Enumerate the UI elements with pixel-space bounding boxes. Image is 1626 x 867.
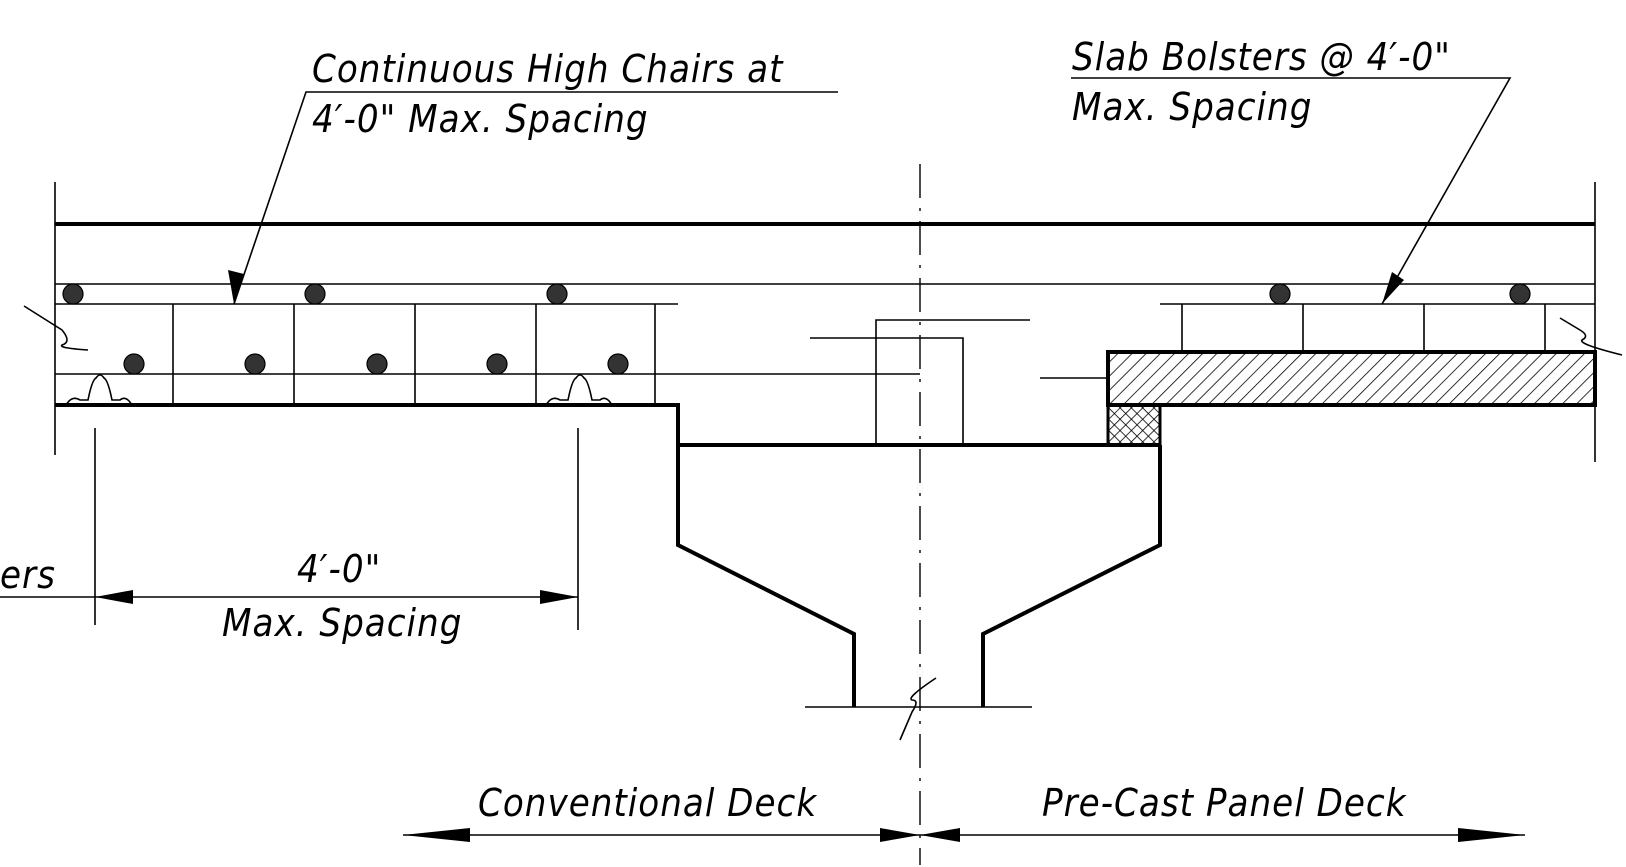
beam-outline-left [676, 445, 856, 707]
beam-outline-right [981, 445, 1162, 707]
slab-bolster-legs [1181, 304, 1546, 352]
beam-break-symbol [899, 677, 937, 741]
conventional-deck-label: Conventional Deck [478, 781, 817, 825]
spacing-dim-value: 4′-0" [297, 547, 381, 591]
dim-arrow-right [540, 590, 578, 604]
dim-arrow-left [95, 590, 133, 604]
high-chairs-label-line2: 4′-0" Max. Spacing [312, 97, 649, 141]
slab-bolsters-leader [1071, 77, 1512, 305]
slab-bottom-conventional [55, 403, 680, 445]
cut-off-label: ers [0, 553, 56, 597]
high-chairs-label-line1: Continuous High Chairs at [312, 47, 784, 91]
bedding-strip [1106, 403, 1162, 447]
bottom-rebars [123, 353, 629, 375]
left-break-symbol [23, 305, 89, 351]
spacing-dim-caption: Max. Spacing [222, 601, 462, 645]
high-chairs-arrowhead [228, 270, 244, 304]
top-rebars [62, 283, 1531, 305]
stirrup-inner [810, 337, 964, 445]
slab-bolsters-arrowhead [1382, 272, 1404, 304]
bottom-bolster-right [545, 374, 613, 406]
deck-arrow-center-right [920, 828, 960, 842]
stirrup-outer [875, 319, 1030, 445]
high-chairs-leader [233, 91, 838, 305]
slab-bolsters-label-line1: Slab Bolsters @ 4′-0" [1072, 35, 1451, 79]
deck-arrow-center-left [880, 828, 920, 842]
deck-arrow-left [403, 828, 470, 842]
slab-bolsters-label-line2: Max. Spacing [1072, 85, 1312, 129]
precast-panel [1106, 350, 1597, 407]
right-break-symbol [1559, 317, 1623, 356]
deck-arrow-right [1458, 828, 1525, 842]
high-chair-legs [172, 304, 656, 405]
bottom-bolster-left [65, 374, 133, 406]
precast-panel-deck-label: Pre-Cast Panel Deck [1042, 781, 1407, 825]
